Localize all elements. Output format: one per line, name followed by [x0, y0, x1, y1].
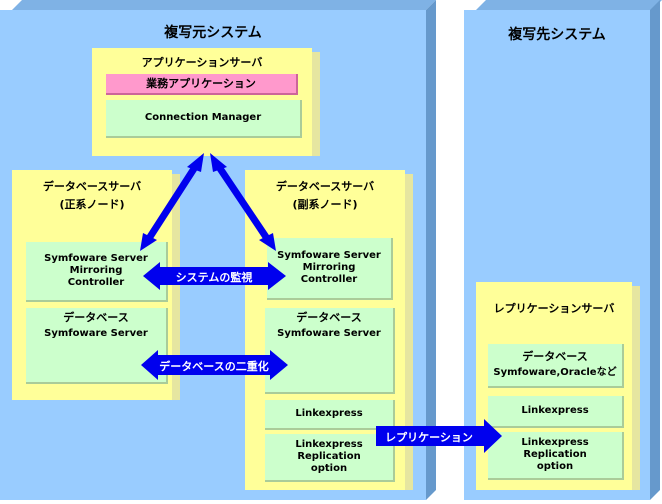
ro-line-2: Replication	[297, 451, 361, 462]
monitoring-arrow-label: システムの監視	[175, 271, 253, 284]
mc-line-2: Mirroring	[69, 265, 123, 276]
primary-database-box: データベース Symfoware Server	[26, 308, 168, 384]
business-app-box: 業務アプリケーション	[106, 74, 298, 95]
duplication-arrow-label: データベースの二重化	[159, 360, 269, 373]
replication-server: レプリケーションサーバ データベース Symfoware,Oracleなど Li…	[476, 282, 632, 490]
database-label: データベース	[296, 311, 362, 324]
database-product: Symfoware,Oracleなど	[493, 367, 617, 378]
connection-manager-label: Connection Manager	[144, 112, 262, 123]
secondary-db-server-side	[405, 174, 413, 490]
mc-line-3: Controller	[67, 277, 125, 288]
ro-line-1: Linkexpress	[521, 437, 589, 448]
secondary-db-server-subtitle: (副系ノード)	[292, 198, 358, 211]
secondary-replication-option-box: Linkexpress Replication option	[265, 434, 395, 482]
app-server-side	[312, 52, 320, 156]
mc-line-2: Mirroring	[302, 262, 356, 273]
ro-line-2: Replication	[523, 449, 587, 460]
secondary-database-box: データベース Symfoware Server	[265, 308, 395, 394]
ro-line-3: option	[536, 461, 574, 472]
mc-line-1: Symfoware Server	[44, 253, 148, 264]
app-server: アプリケーションサーバ 業務アプリケーション Connection Manage…	[92, 48, 312, 156]
replication-option-box: Linkexpress Replication option	[488, 432, 624, 480]
replication-arrow-label: レプリケーション	[385, 431, 473, 444]
primary-db-server-subtitle: (正系ノード)	[59, 198, 125, 211]
mc-line-1: Symfoware Server	[277, 250, 381, 261]
duplication-arrow	[141, 350, 288, 380]
replication-linkexpress-box: Linkexpress	[488, 396, 624, 428]
connection-arrow-secondary	[210, 153, 276, 251]
linkexpress-label: Linkexpress	[295, 408, 363, 419]
ro-line-3: option	[310, 463, 348, 474]
database-product: Symfoware Server	[277, 328, 381, 339]
database-label: データベース	[63, 311, 129, 324]
replication-server-side	[632, 286, 640, 490]
app-server-title: アプリケーションサーバ	[141, 56, 263, 69]
source-system-title: 複写元システム	[164, 25, 262, 41]
connection-manager-box: Connection Manager	[106, 100, 302, 138]
secondary-mirroring-controller: Symfoware Server Mirroring Controller	[267, 238, 393, 300]
target-system-side-edge	[650, 0, 660, 500]
connection-arrow-primary	[140, 153, 204, 251]
replication-server-title: レプリケーションサーバ	[493, 302, 615, 315]
target-system-top-edge	[476, 0, 662, 10]
primary-db-server-title: データベースサーバ	[42, 180, 142, 193]
replication-arrow	[376, 419, 502, 453]
replication-database-box: データベース Symfoware,Oracleなど	[488, 344, 624, 388]
mc-line-3: Controller	[300, 274, 358, 285]
source-system-top-edge	[12, 0, 436, 10]
source-system-side-edge	[426, 0, 436, 500]
database-label: データベース	[522, 350, 588, 363]
primary-mirroring-controller: Symfoware Server Mirroring Controller	[26, 242, 168, 302]
ro-line-1: Linkexpress	[295, 439, 363, 450]
secondary-db-server-title: データベースサーバ	[275, 180, 375, 193]
monitoring-arrow	[143, 262, 286, 290]
linkexpress-label: Linkexpress	[521, 405, 589, 416]
secondary-db-server: データベースサーバ (副系ノード) Symfoware Server Mirro…	[245, 170, 405, 490]
database-product: Symfoware Server	[44, 328, 148, 339]
primary-db-server-side	[172, 174, 180, 400]
secondary-linkexpress-box: Linkexpress	[265, 400, 395, 430]
target-system-title: 複写先システム	[508, 27, 606, 43]
